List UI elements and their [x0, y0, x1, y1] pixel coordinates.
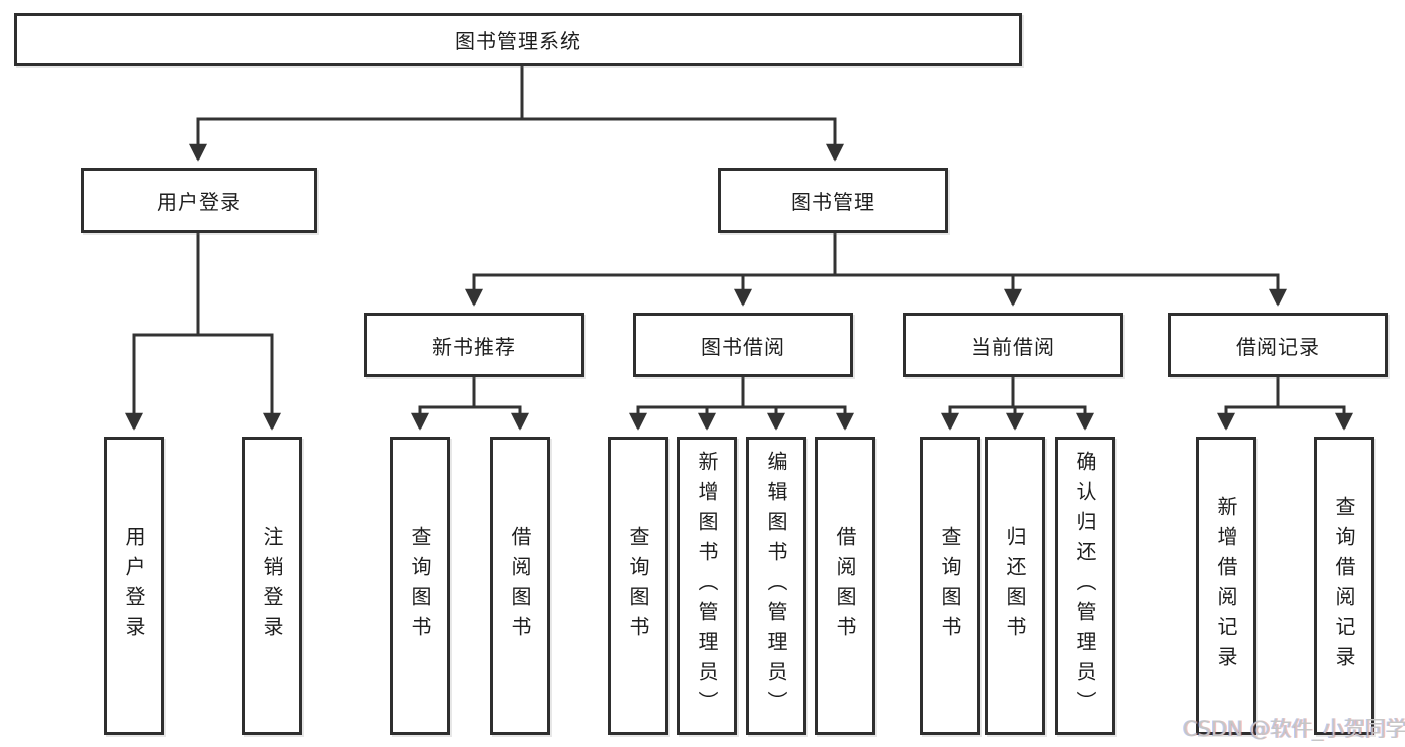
node-root-system: 图书管理系统: [14, 13, 1022, 66]
leaf-confirm-return-admin: 确认归还（管理员）: [1055, 437, 1115, 735]
leaf-add-book-admin: 新增图书（管理员）: [677, 437, 737, 735]
node-label: 查询图书: [408, 526, 432, 646]
node-label: 查询借阅记录: [1332, 496, 1356, 676]
leaf-query-book-recommendation: 查询图书: [390, 437, 450, 735]
leaf-borrow-book-borrowing: 借阅图书: [815, 437, 875, 735]
node-label: 查询图书: [626, 526, 650, 646]
node-label: 借阅图书: [508, 526, 532, 646]
leaf-query-book-borrowing: 查询图书: [608, 437, 668, 735]
node-label: 当前借阅: [971, 334, 1055, 359]
node-current-borrowing: 当前借阅: [903, 313, 1123, 377]
leaf-return-book: 归还图书: [985, 437, 1045, 735]
leaf-user-login: 用户登录: [104, 437, 164, 735]
node-label: 借阅记录: [1236, 334, 1320, 359]
leaf-borrow-book-recommendation: 借阅图书: [490, 437, 550, 735]
node-label: 新增图书（管理员）: [695, 451, 719, 721]
node-label: 图书管理: [791, 190, 875, 214]
node-label: 借阅图书: [833, 526, 857, 646]
node-label: 归还图书: [1003, 526, 1027, 646]
node-label: 用户登录: [157, 190, 241, 214]
node-label: 注销登录: [260, 526, 284, 646]
node-label: 用户登录: [122, 526, 146, 646]
leaf-query-book-current: 查询图书: [920, 437, 980, 735]
node-book-borrowing: 图书借阅: [633, 313, 853, 377]
node-new-book-recommendation: 新书推荐: [364, 313, 584, 377]
node-label: 图书管理系统: [455, 29, 581, 53]
leaf-query-borrow-record: 查询借阅记录: [1314, 437, 1374, 735]
node-label: 新增借阅记录: [1214, 496, 1238, 676]
leaf-logout: 注销登录: [242, 437, 302, 735]
node-label: 新书推荐: [432, 334, 516, 359]
leaf-edit-book-admin: 编辑图书（管理员）: [746, 437, 806, 735]
node-book-management: 图书管理: [718, 168, 948, 233]
leaf-add-borrow-record: 新增借阅记录: [1196, 437, 1256, 735]
node-label: 确认归还（管理员）: [1073, 451, 1097, 721]
node-label: 编辑图书（管理员）: [764, 451, 788, 721]
node-label: 查询图书: [938, 526, 962, 646]
node-user-login: 用户登录: [81, 168, 317, 233]
csdn-watermark: CSDN @软件_小贺同学: [1183, 717, 1405, 741]
node-label: 图书借阅: [701, 334, 785, 359]
node-borrowing-records: 借阅记录: [1168, 313, 1388, 377]
